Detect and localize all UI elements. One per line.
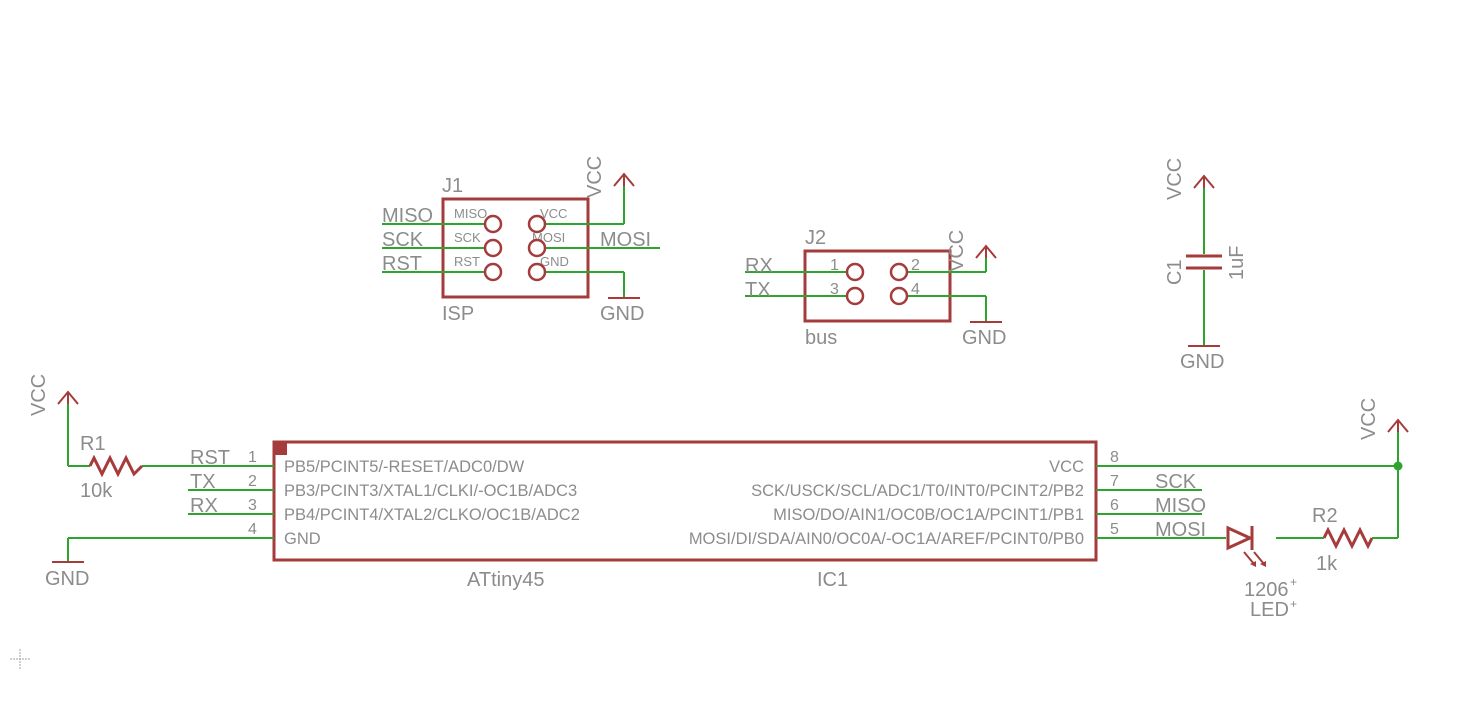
ic1-net-tx: TX	[190, 471, 216, 493]
c1-gnd-label: GND	[1180, 351, 1224, 373]
j1-name: J1	[442, 175, 463, 197]
ic1-pin-6-number: 6	[1110, 497, 1119, 514]
j2-pin-2-number: 2	[911, 257, 920, 274]
j1-pad-1[interactable]	[483, 214, 503, 234]
ic1-pin-4-number: 4	[248, 521, 257, 538]
j1-vcc-label: VCC	[584, 156, 606, 198]
ic1-pin-1-label: PB5/PCINT5/-RESET/ADC0/DW	[284, 458, 525, 476]
led-triangle	[1226, 525, 1254, 551]
ic1-net-rx: RX	[190, 495, 218, 517]
j2-pin-3-number: 3	[830, 281, 839, 298]
r2-name: R2	[1312, 505, 1338, 527]
led-name: LED	[1250, 599, 1289, 621]
led-ray-2	[1253, 551, 1265, 565]
j2-pin-4-number: 4	[911, 281, 920, 298]
j2-pad-2[interactable]	[889, 262, 909, 282]
ic1-pin-7-number: 7	[1110, 473, 1119, 490]
j1-pad-3[interactable]	[483, 238, 503, 258]
ic1-pin-6-label: MISO/DO/AIN1/OC0B/OC1A/PCINT1/PB1	[773, 506, 1084, 524]
ic1-pin-5-label: MOSI/DI/SDA/AIN0/OC0A/-OC1A/AREF/PCINT0/…	[689, 530, 1084, 548]
ic1-name: IC1	[817, 569, 848, 591]
ic1-attiny45[interactable]: 1 2 3 4 PB5/PCINT5/-RESET/ADC0/DW PB3/PC…	[45, 440, 1398, 591]
led-plus-2: +	[1290, 597, 1297, 611]
j1-pad-2[interactable]	[527, 214, 547, 234]
r2-zigzag	[1322, 526, 1374, 550]
j1-net-rst: RST	[382, 253, 422, 275]
j2-pad-4[interactable]	[889, 286, 909, 306]
r1-resistor[interactable]: VCC R1 10k	[28, 374, 188, 502]
j1-pin-rst-label: RST	[454, 254, 480, 269]
junction-dot	[1393, 461, 1403, 471]
j2-pin-1-number: 1	[830, 257, 839, 274]
j2-name: J2	[805, 227, 826, 249]
j2-gnd-label: GND	[962, 327, 1006, 349]
ic1-pin-4-label: GND	[284, 530, 321, 548]
r1-vcc-label: VCC	[28, 374, 50, 416]
j2-net-rx: RX	[745, 255, 773, 277]
j1-pad-4[interactable]	[527, 238, 547, 258]
r1-value: 10k	[80, 480, 113, 502]
ic1-pin-8-number: 8	[1110, 449, 1119, 466]
ic1-pin-5-number: 5	[1110, 521, 1119, 538]
c1-capacitor[interactable]: VCC C1 1uF GND	[1164, 158, 1248, 373]
j1-gnd-label: GND	[600, 303, 644, 325]
j2-vcc-label: VCC	[946, 230, 968, 272]
j1-net-miso: MISO	[382, 205, 433, 227]
ic1-body	[272, 440, 1098, 562]
j1-net-sck: SCK	[382, 229, 424, 251]
j1-pad-6[interactable]	[527, 262, 547, 282]
j2-value: bus	[805, 327, 837, 349]
ic1-vcc-label: VCC	[1358, 398, 1380, 440]
ic1-pin1-marker	[275, 443, 287, 455]
r1-zigzag	[88, 454, 144, 478]
ic1-pin-1-number: 1	[248, 449, 257, 466]
ic1-pin-8-label: VCC	[1049, 458, 1084, 476]
r2-value: 1k	[1316, 553, 1338, 575]
led-plus-1: +	[1290, 575, 1297, 589]
led-ray-1	[1243, 551, 1255, 565]
j1-pin-sck-label: SCK	[454, 230, 481, 245]
j1-pin-miso-label: MISO	[454, 206, 487, 221]
j1-net-mosi: MOSI	[600, 229, 651, 251]
ic1-pin-3-number: 3	[248, 497, 257, 514]
j1-pin-gnd-label: GND	[540, 254, 569, 269]
origin-cross-icon	[10, 649, 30, 669]
c1-vcc-label: VCC	[1164, 158, 1186, 200]
j2-bus-header[interactable]: J2 bus 1 2 3 4 RX TX VCC GND	[745, 227, 1006, 349]
r1-name: R1	[80, 433, 106, 455]
j1-pin-vcc-label: VCC	[540, 206, 567, 221]
j2-pad-3[interactable]	[845, 286, 865, 306]
j1-value: ISP	[442, 303, 474, 325]
led-value: 1206	[1244, 579, 1289, 601]
ic1-pin-2-label: PB3/PCINT3/XTAL1/CLKI/-OC1B/ADC3	[284, 482, 577, 500]
ic1-pin-2-number: 2	[248, 473, 257, 490]
ic1-net-mosi: MOSI	[1155, 519, 1206, 541]
ic1-net-sck: SCK	[1155, 471, 1197, 493]
c1-name: C1	[1164, 259, 1186, 285]
led-indicator[interactable]: 1206 LED + +	[1226, 525, 1300, 621]
j1-pad-5[interactable]	[483, 262, 503, 282]
ic1-net-rst: RST	[190, 447, 230, 469]
j2-body	[803, 249, 952, 323]
r2-resistor[interactable]: R2 1k	[1300, 430, 1399, 575]
ic1-vcc-net[interactable]: VCC	[1358, 398, 1409, 471]
ic1-gnd-label: GND	[45, 568, 89, 590]
j2-pad-1[interactable]	[845, 262, 865, 282]
ic1-net-miso: MISO	[1155, 495, 1206, 517]
j2-net-tx: TX	[745, 279, 771, 301]
c1-value: 1uF	[1226, 246, 1248, 280]
j1-isp-header[interactable]: J1 ISP MISO SCK RST VCC MOSI GND MISO SC…	[382, 156, 660, 325]
ic1-pin-3-label: PB4/PCINT4/XTAL2/CLKO/OC1B/ADC2	[284, 506, 580, 524]
ic1-pin-7-label: SCK/USCK/SCL/ADC1/T0/INT0/PCINT2/PB2	[751, 482, 1084, 500]
ic1-value: ATtiny45	[467, 569, 544, 591]
